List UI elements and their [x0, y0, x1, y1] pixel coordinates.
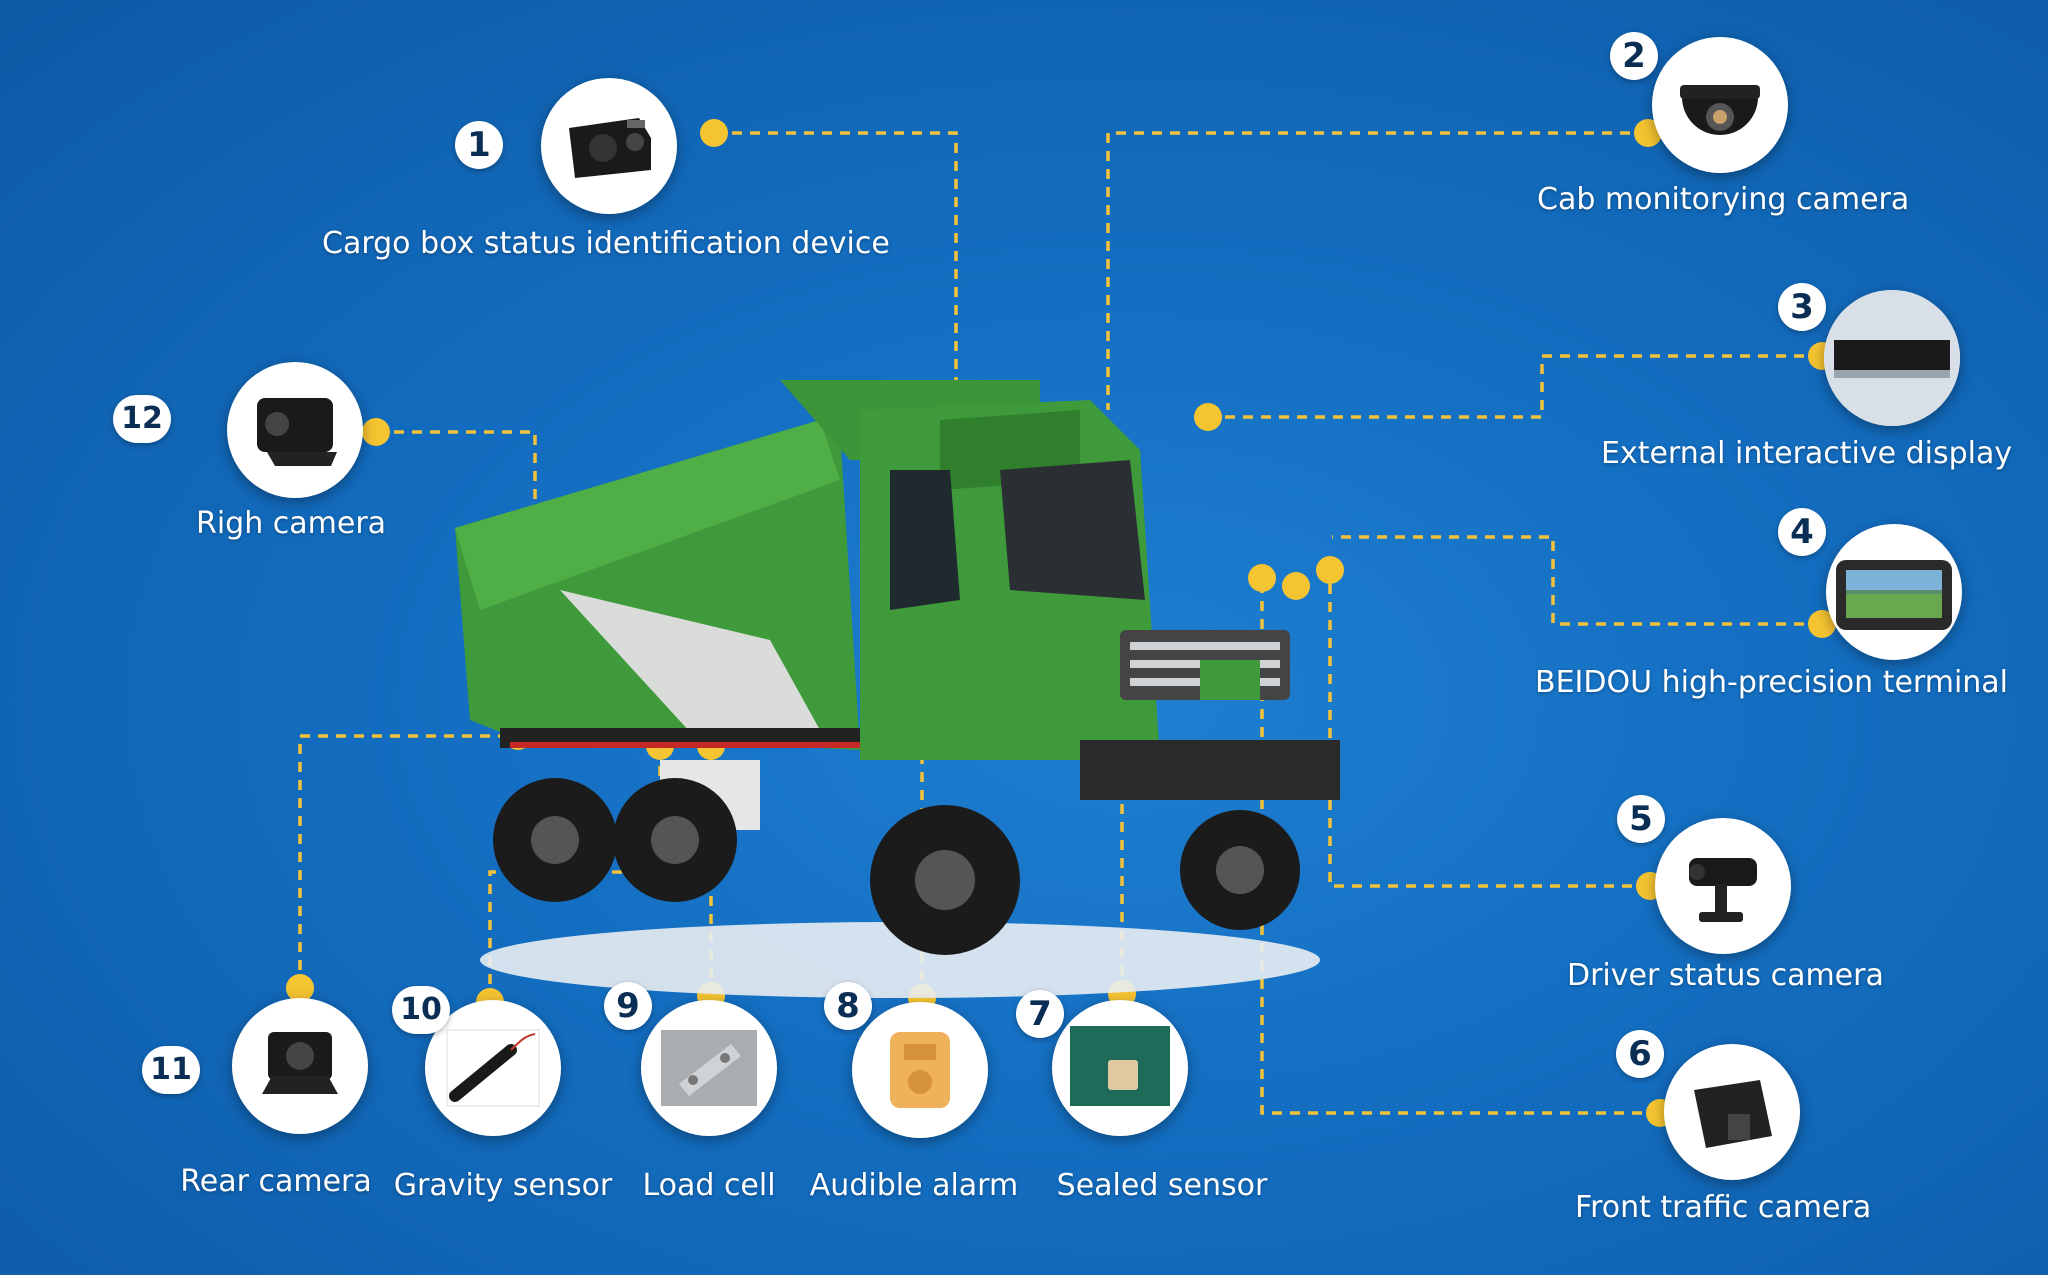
connector-3 — [1208, 354, 1822, 419]
connector-5 — [1328, 570, 1650, 888]
device-2 — [1652, 37, 1788, 173]
dump-truck-illustration — [455, 380, 1340, 998]
device-5 — [1655, 818, 1791, 954]
device-11 — [232, 998, 368, 1134]
badge-5: 5 — [1617, 795, 1665, 843]
device-1 — [541, 78, 677, 214]
label-5: Driver status camera — [1567, 958, 1884, 993]
label-8: Audible alarm — [809, 1168, 1019, 1203]
label-11: Rear camera — [180, 1164, 372, 1199]
label-3: External interactive display — [1601, 436, 2013, 471]
display-panel-icon — [1824, 290, 1960, 426]
device-9 — [641, 1000, 777, 1136]
sealed-sensor-icon — [1070, 1026, 1170, 1106]
label-4: BEIDOU high-precision terminal — [1535, 665, 2009, 700]
side-camera-icon — [257, 398, 337, 466]
badge-1: 1 — [455, 121, 503, 169]
connector-dot-11 — [286, 974, 314, 1002]
device-12 — [227, 362, 363, 498]
connector-dot-4 — [1808, 610, 1836, 638]
badge-10: 10 — [392, 986, 450, 1034]
connector-dot-12 — [362, 418, 390, 446]
gravity-sensor-icon — [446, 1029, 540, 1107]
badge-9: 9 — [604, 982, 652, 1030]
terminal-screen-icon — [1836, 560, 1952, 630]
device-8 — [852, 1002, 988, 1138]
cargo-box-sensor-icon — [569, 118, 651, 178]
connector-1 — [714, 131, 958, 407]
label-2: Cab monitorying camera — [1537, 182, 1910, 217]
load-cell-icon — [661, 1030, 757, 1106]
connector-11 — [298, 734, 518, 988]
device-3 — [1824, 290, 1960, 426]
dome-camera-icon — [1680, 85, 1760, 135]
label-10: Gravity sensor — [393, 1168, 613, 1203]
badge-12: 12 — [113, 395, 171, 443]
connector-dot-1 — [700, 119, 728, 147]
connector-2 — [1106, 131, 1648, 410]
label-7: Sealed sensor — [1056, 1168, 1268, 1203]
connector-6 — [1260, 578, 1660, 1115]
label-9: Load cell — [642, 1168, 776, 1203]
device-10 — [425, 1000, 561, 1136]
badge-4: 4 — [1778, 508, 1826, 556]
driver-camera-icon — [1689, 858, 1757, 922]
badge-6: 6 — [1616, 1030, 1664, 1078]
rear-camera-icon — [262, 1032, 338, 1094]
badge-8: 8 — [824, 982, 872, 1030]
alarm-speaker-icon — [890, 1032, 950, 1108]
device-6 — [1664, 1044, 1800, 1180]
device-4 — [1826, 524, 1962, 660]
label-1: Cargo box status identification device — [322, 226, 890, 261]
badge-7: 7 — [1016, 990, 1064, 1038]
badge-11: 11 — [142, 1046, 200, 1094]
badge-2: 2 — [1610, 32, 1658, 80]
front-camera-icon — [1694, 1080, 1772, 1148]
connector-4 — [1332, 535, 1822, 626]
badge-3: 3 — [1778, 283, 1826, 331]
label-12: Righ camera — [196, 506, 387, 541]
device-7 — [1052, 1000, 1188, 1136]
label-6: Front traffic camera — [1575, 1190, 1872, 1225]
